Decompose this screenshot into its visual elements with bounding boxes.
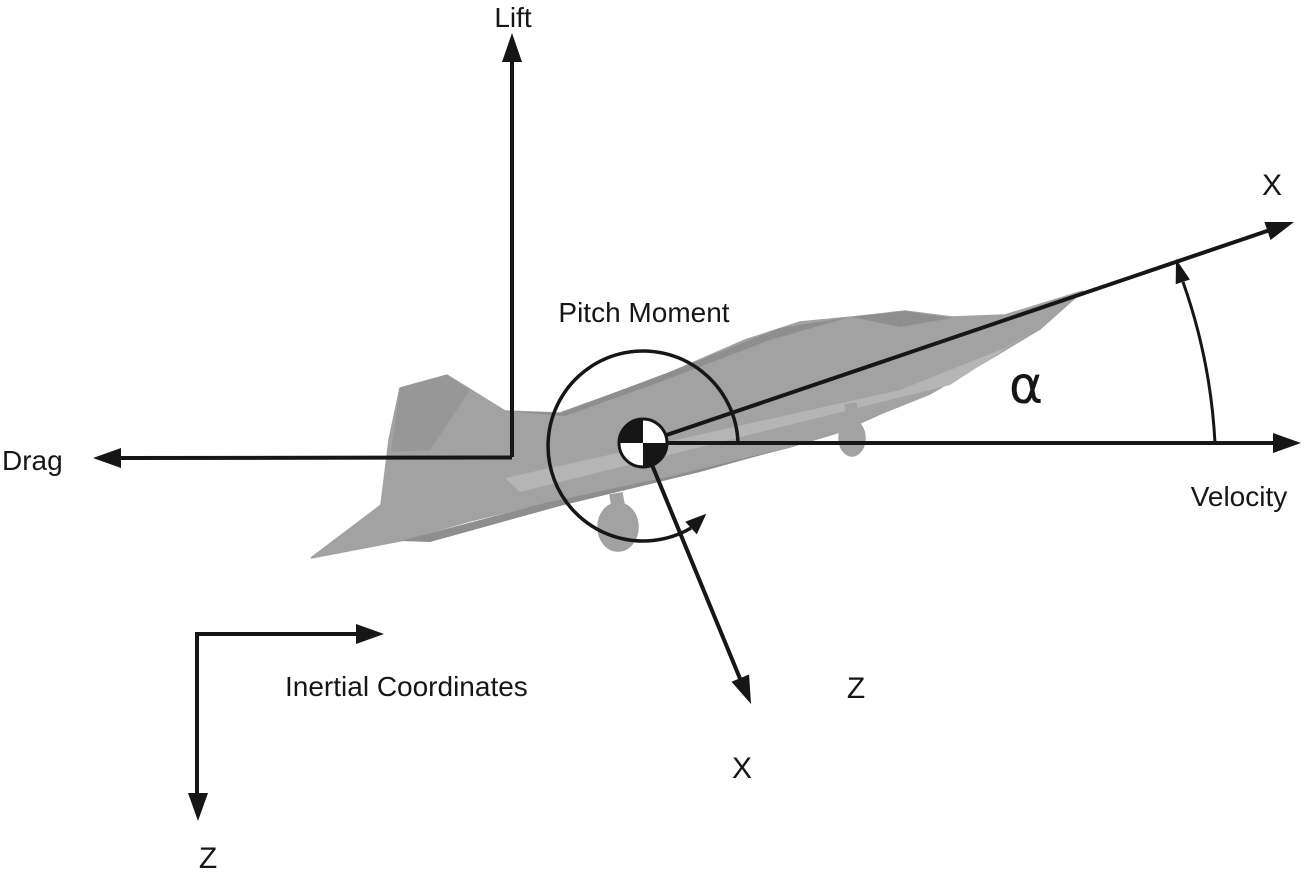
aircraft-far-wing-shading bbox=[505, 317, 850, 416]
lift-force-arrow bbox=[502, 33, 522, 457]
inertial-z-arrowhead bbox=[188, 793, 208, 821]
velocity-vector-arrow bbox=[643, 433, 1301, 453]
body-z-axis-arrow bbox=[641, 442, 751, 704]
alpha-label: α bbox=[1009, 356, 1043, 416]
cg-quadrant-bottom-right bbox=[643, 443, 667, 467]
velocity-label: Velocity bbox=[1191, 481, 1288, 512]
body-z-axis-label: Z bbox=[847, 672, 865, 705]
pitch-moment-arrow-circle bbox=[546, 349, 740, 543]
cg-symbol bbox=[617, 417, 669, 469]
aircraft-front-wheel bbox=[838, 419, 866, 457]
drag-force-arrow bbox=[93, 448, 513, 468]
pitch-moment-label: Pitch Moment bbox=[558, 297, 729, 328]
inertial-coordinates-label: Inertial Coordinates bbox=[285, 671, 528, 702]
aircraft-rear-wheel bbox=[597, 502, 639, 552]
aircraft-canopy bbox=[852, 311, 952, 327]
drag-label: Drag bbox=[2, 445, 63, 476]
body-x-axis-label: X bbox=[1262, 169, 1282, 202]
aircraft-wing-trailing-edge-shading bbox=[400, 447, 790, 542]
alpha-arc bbox=[1175, 259, 1217, 444]
cg-quadrant-top-left bbox=[619, 419, 643, 443]
inertial-z-label: Z bbox=[199, 842, 217, 875]
body-x-axis-arrow bbox=[642, 222, 1294, 445]
lift-label: Lift bbox=[494, 2, 532, 33]
aircraft-tail-fin-shading bbox=[391, 375, 470, 452]
body-x-lower-label: X bbox=[732, 752, 752, 785]
inertial-x-arrowhead bbox=[356, 624, 384, 644]
inertial-frame-axes bbox=[188, 624, 384, 821]
